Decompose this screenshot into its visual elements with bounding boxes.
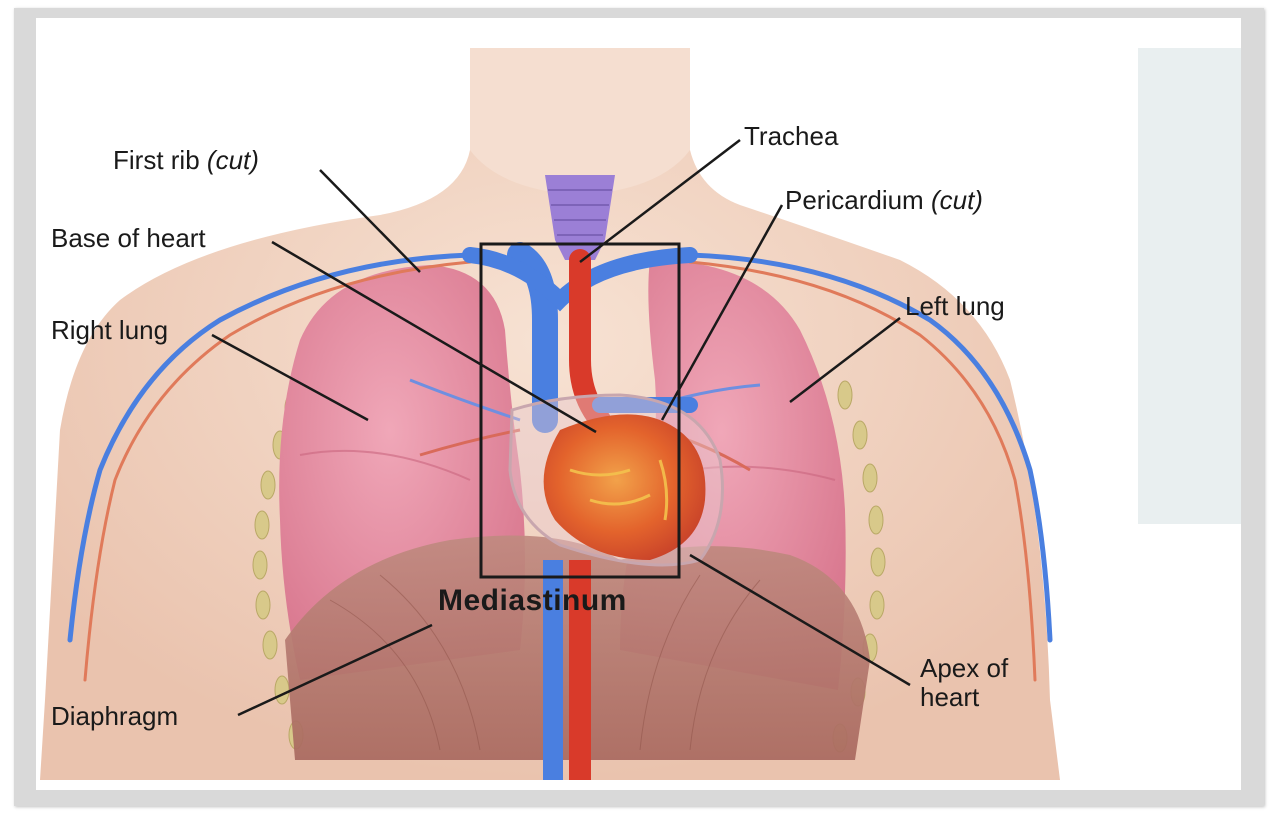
label-diaphragm: Diaphragm xyxy=(51,702,178,731)
label-apex-line2: heart xyxy=(920,683,1008,712)
label-trachea: Trachea xyxy=(744,122,838,151)
label-apex-line1: Apex of xyxy=(920,654,1008,683)
neck xyxy=(470,48,690,195)
label-left-lung: Left lung xyxy=(905,292,1005,321)
label-base-of-heart: Base of heart xyxy=(51,224,206,253)
label-pericardium-text: Pericardium xyxy=(785,185,924,215)
label-mediastinum: Mediastinum xyxy=(438,584,627,617)
label-apex-of-heart: Apex of heart xyxy=(920,654,1008,711)
label-pericardium-note: (cut) xyxy=(931,185,983,215)
label-pericardium: Pericardium (cut) xyxy=(785,186,983,215)
label-first-rib: First rib (cut) xyxy=(113,146,259,175)
label-right-lung: Right lung xyxy=(51,316,168,345)
label-first-rib-text: First rib xyxy=(113,145,200,175)
label-first-rib-note: (cut) xyxy=(207,145,259,175)
